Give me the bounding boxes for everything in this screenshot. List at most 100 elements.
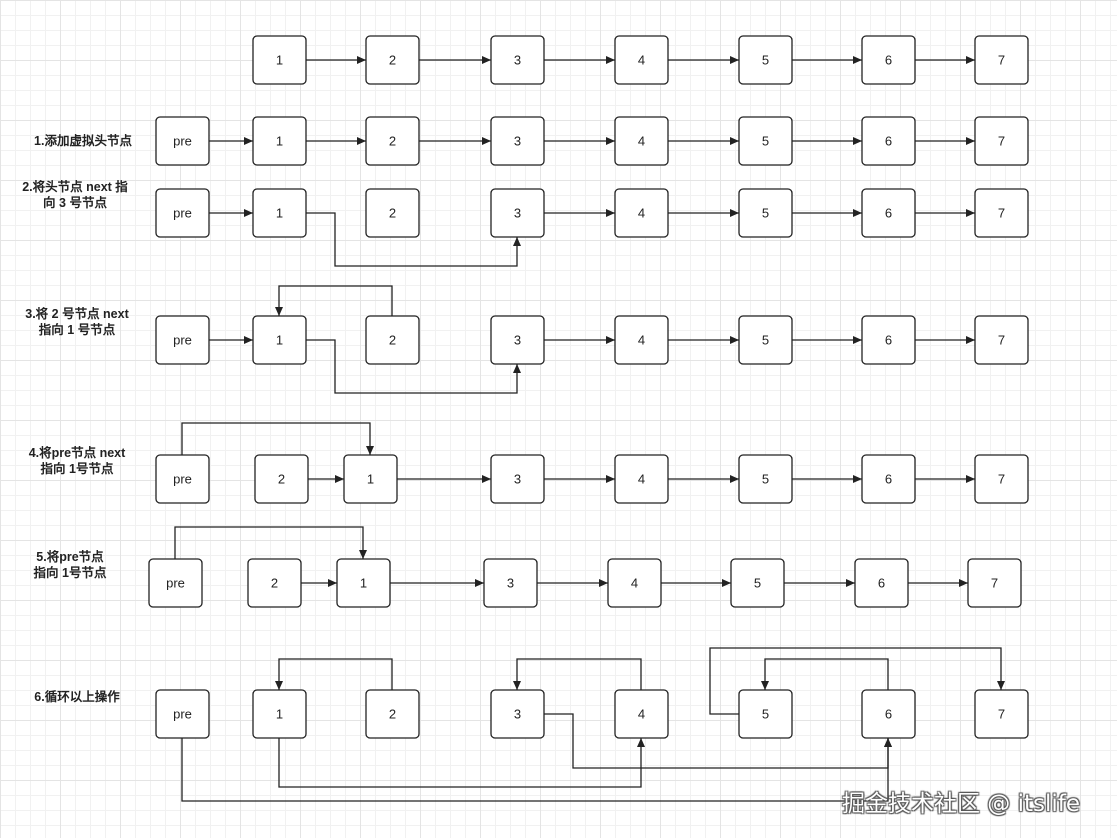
step-5-label: 5.将pre节点 指向 1号节点 bbox=[0, 549, 145, 581]
node-7: 7 bbox=[974, 689, 1029, 739]
node-box bbox=[614, 315, 669, 365]
node-2: 2 bbox=[365, 116, 420, 166]
node-box bbox=[614, 116, 669, 166]
node-box bbox=[607, 558, 662, 608]
node-5: 5 bbox=[738, 689, 793, 739]
node-box bbox=[155, 689, 210, 739]
node-box bbox=[490, 35, 545, 85]
node-label: 2 bbox=[389, 206, 396, 221]
node-1: 1 bbox=[336, 558, 391, 608]
node-label: 7 bbox=[998, 333, 1005, 348]
edge-arrow bbox=[306, 339, 521, 394]
node-2: 2 bbox=[365, 188, 420, 238]
step-3-label: 3.将 2 号节点 next 指向 1 号节点 bbox=[2, 306, 152, 338]
node-6: 6 bbox=[861, 35, 916, 85]
node-label: 6 bbox=[885, 134, 892, 149]
node-box bbox=[155, 315, 210, 365]
node-5: 5 bbox=[738, 35, 793, 85]
step-2-label-line-2: 向 3 号节点 bbox=[43, 196, 107, 210]
node-label: 4 bbox=[638, 472, 645, 487]
node-label: 3 bbox=[507, 576, 514, 591]
node-label: 2 bbox=[389, 707, 396, 722]
node-box bbox=[247, 558, 302, 608]
node-2: 2 bbox=[254, 454, 309, 504]
node-pre: pre bbox=[155, 188, 210, 238]
node-label: 5 bbox=[762, 206, 769, 221]
node-label: 4 bbox=[638, 206, 645, 221]
node-label: 7 bbox=[998, 134, 1005, 149]
node-label: 2 bbox=[389, 134, 396, 149]
node-label: 2 bbox=[271, 576, 278, 591]
node-box bbox=[483, 558, 538, 608]
node-label: 4 bbox=[638, 333, 645, 348]
node-2: 2 bbox=[365, 35, 420, 85]
node-1: 1 bbox=[252, 116, 307, 166]
node-2: 2 bbox=[247, 558, 302, 608]
node-box bbox=[738, 454, 793, 504]
node-4: 4 bbox=[614, 454, 669, 504]
node-7: 7 bbox=[974, 188, 1029, 238]
step-4-label-line-2: 指向 1号节点 bbox=[40, 462, 114, 476]
node-box bbox=[252, 35, 307, 85]
node-1: 1 bbox=[252, 188, 307, 238]
edge-arrow bbox=[275, 285, 393, 316]
node-box bbox=[365, 116, 420, 166]
node-3: 3 bbox=[490, 689, 545, 739]
node-label: 7 bbox=[998, 53, 1005, 68]
node-label: 7 bbox=[991, 576, 998, 591]
node-label: pre bbox=[173, 472, 192, 487]
node-box bbox=[155, 454, 210, 504]
step-3-label-line-1: 3.将 2 号节点 next bbox=[25, 307, 129, 321]
node-5: 5 bbox=[730, 558, 785, 608]
node-5: 5 bbox=[738, 454, 793, 504]
node-label: 3 bbox=[514, 206, 521, 221]
node-pre: pre bbox=[155, 689, 210, 739]
node-box bbox=[148, 558, 203, 608]
node-label: 6 bbox=[885, 333, 892, 348]
node-label: 5 bbox=[762, 333, 769, 348]
node-1: 1 bbox=[252, 35, 307, 85]
edge-arrow bbox=[306, 212, 521, 267]
node-label: 7 bbox=[998, 707, 1005, 722]
node-label: 7 bbox=[998, 472, 1005, 487]
node-label: 4 bbox=[638, 53, 645, 68]
edge-arrow bbox=[544, 713, 892, 769]
node-5: 5 bbox=[738, 315, 793, 365]
node-box bbox=[614, 689, 669, 739]
node-box bbox=[738, 689, 793, 739]
node-box bbox=[252, 116, 307, 166]
node-label: 1 bbox=[367, 472, 374, 487]
node-pre: pre bbox=[148, 558, 203, 608]
node-box bbox=[974, 454, 1029, 504]
node-label: 2 bbox=[278, 472, 285, 487]
node-label: 1 bbox=[360, 576, 367, 591]
node-6: 6 bbox=[861, 689, 916, 739]
node-3: 3 bbox=[490, 116, 545, 166]
node-label: pre bbox=[166, 576, 185, 591]
node-4: 4 bbox=[614, 35, 669, 85]
node-box bbox=[254, 454, 309, 504]
node-5: 5 bbox=[738, 188, 793, 238]
node-label: pre bbox=[173, 206, 192, 221]
node-label: 5 bbox=[762, 472, 769, 487]
node-box bbox=[974, 35, 1029, 85]
node-2: 2 bbox=[365, 315, 420, 365]
node-4: 4 bbox=[607, 558, 662, 608]
node-label: 1 bbox=[276, 707, 283, 722]
node-label: 5 bbox=[762, 707, 769, 722]
node-3: 3 bbox=[490, 454, 545, 504]
node-label: 6 bbox=[885, 472, 892, 487]
node-6: 6 bbox=[861, 116, 916, 166]
node-3: 3 bbox=[490, 35, 545, 85]
step-2-label-line-1: 2.将头节点 next 指 bbox=[22, 180, 128, 194]
node-box bbox=[861, 116, 916, 166]
node-box bbox=[252, 188, 307, 238]
watermark: 掘金技术社区 @ itslife bbox=[842, 791, 1081, 817]
node-label: 3 bbox=[514, 134, 521, 149]
edge-arrow bbox=[709, 647, 1005, 715]
node-4: 4 bbox=[614, 689, 669, 739]
node-label: 3 bbox=[514, 472, 521, 487]
node-4: 4 bbox=[614, 116, 669, 166]
node-label: 4 bbox=[638, 134, 645, 149]
